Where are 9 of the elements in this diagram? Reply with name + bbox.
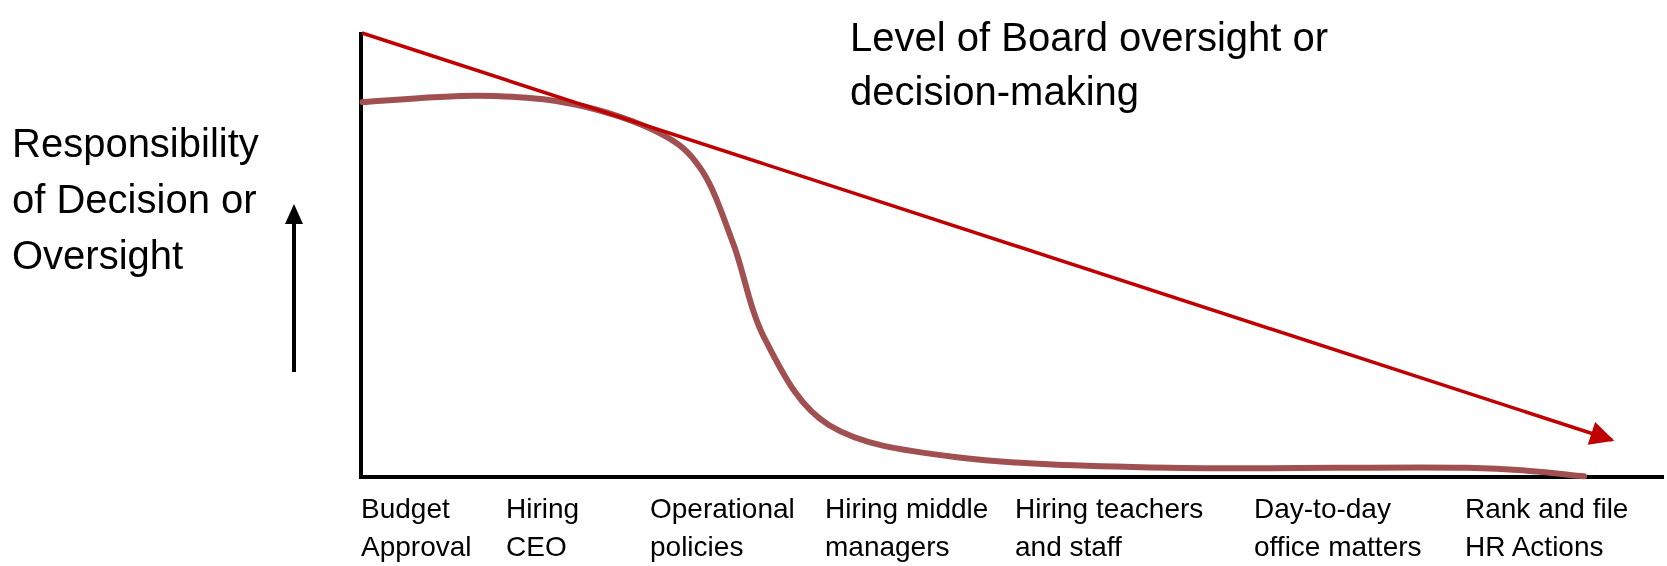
category-label: Hiring middle managers [825,492,990,564]
category-label: Budget Approval [361,492,473,564]
chart-heading: Level of Board oversight or decision-making [850,14,1330,115]
axis-label: Responsibility of Decision or Oversight [12,120,260,279]
category-label: Hiring CEO [506,492,581,564]
category-label: Operational policies [650,492,796,564]
category-label: Hiring teachers and staff [1015,492,1205,564]
category-label: Rank and file HR Actions [1465,492,1630,564]
category-label: Day-to-day office matters [1254,492,1423,564]
